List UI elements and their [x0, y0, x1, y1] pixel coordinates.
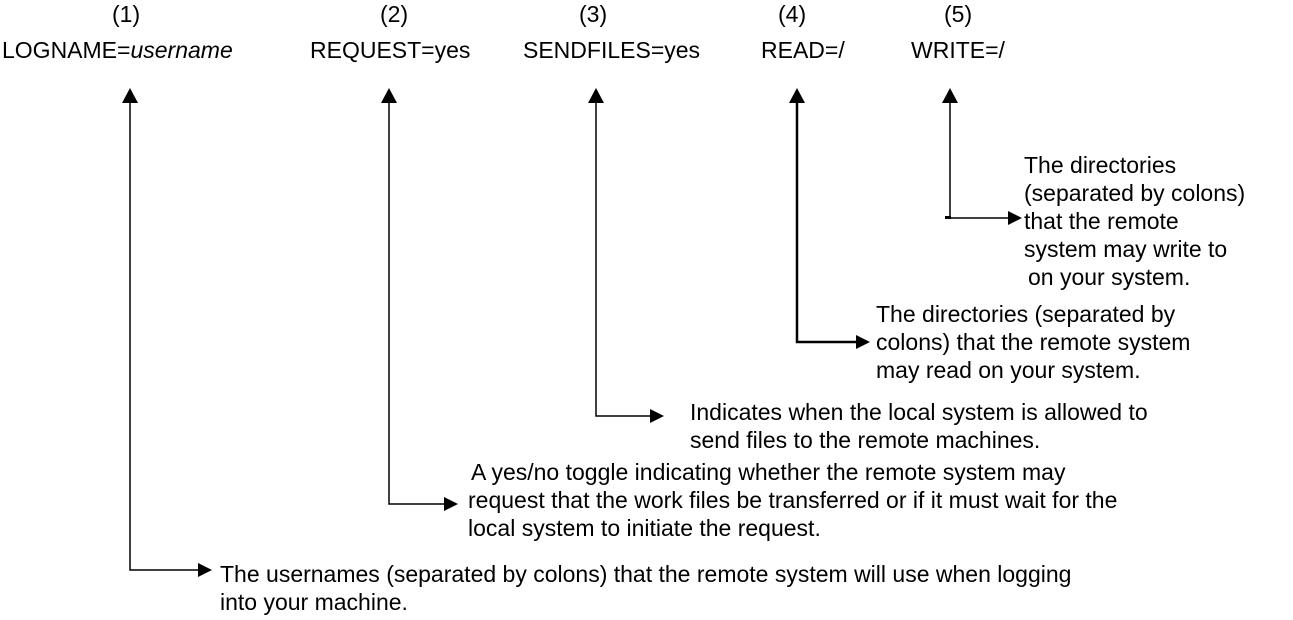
sendfiles-description: Indicates when the local system is allow…	[690, 398, 1148, 454]
sendfiles-field: SENDFILES=yes	[523, 37, 701, 63]
write-connector-lower	[949, 155, 1010, 219]
write-description-line: that the remote	[1024, 208, 1179, 234]
logname-description-line: The usernames (separated by colons) that…	[220, 561, 1072, 587]
logname-field: LOGNAME=username	[2, 37, 233, 65]
write-description-line: system may write to	[1024, 236, 1228, 262]
column-number-4: (4)	[778, 1, 807, 27]
request-description-line: local system to initiate the request.	[468, 515, 821, 541]
sendfiles-description-line: send files to the remote machines.	[690, 427, 1041, 453]
write-description-line: (separated by colons)	[1024, 180, 1246, 206]
logname-connector	[129, 100, 200, 571]
read-description-line: may read on your system.	[876, 357, 1141, 383]
logname-arrow-right	[198, 563, 212, 577]
column-number-3: (3)	[579, 1, 608, 27]
logname-arrow-up	[122, 88, 138, 103]
read-arrow-up	[789, 88, 805, 103]
write-field: WRITE=/	[911, 37, 1005, 63]
write-description-line: on your system.	[1028, 264, 1191, 290]
logname-description-line: into your machine.	[220, 589, 408, 615]
request-connector	[388, 100, 447, 505]
column-number-5: (5)	[944, 1, 973, 27]
logname-key: LOGNAME=	[2, 37, 131, 63]
sendfiles-description-line: Indicates when the local system is allow…	[690, 399, 1148, 425]
read-description: The directories (separated by colons) th…	[876, 300, 1190, 384]
write-description-line: The directories	[1024, 152, 1177, 178]
sendfiles-connector	[595, 100, 650, 417]
read-field: READ=/	[761, 37, 845, 63]
request-field: REQUEST=yes	[310, 37, 471, 63]
sendfiles-arrow-up	[588, 88, 604, 103]
request-description-line: A yes/no toggle indicating whether the r…	[471, 459, 1066, 485]
column-number-1: (1)	[112, 1, 141, 27]
read-arrow-right	[856, 335, 870, 349]
request-arrow-up	[381, 88, 397, 103]
read-description-line: The directories (separated by	[876, 301, 1176, 327]
write-description: The directories (separated by colons) th…	[1024, 151, 1245, 291]
sendfiles-arrow-right	[650, 409, 664, 423]
logname-description: The usernames (separated by colons) that…	[220, 560, 1071, 616]
request-arrow-right	[444, 497, 458, 511]
logname-value: username	[130, 37, 233, 63]
column-number-2: (2)	[380, 1, 409, 27]
write-arrow-up	[942, 88, 958, 103]
write-arrow-right	[1008, 211, 1022, 225]
request-description: A yes/no toggle indicating whether the r…	[468, 458, 1117, 542]
read-connector	[795, 100, 857, 344]
request-description-line: request that the work files be transferr…	[468, 487, 1118, 513]
read-description-line: colons) that the remote system	[876, 329, 1191, 355]
